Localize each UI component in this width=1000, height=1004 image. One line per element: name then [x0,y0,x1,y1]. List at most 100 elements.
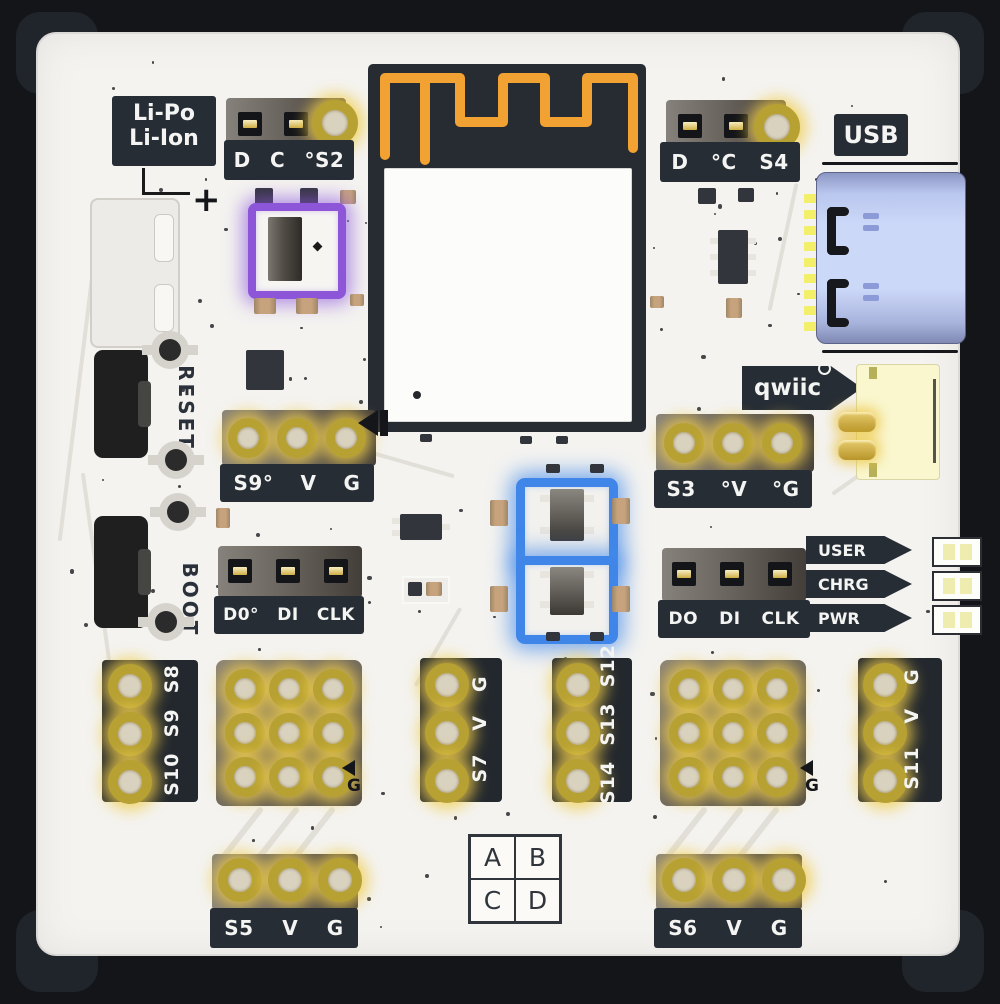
gold-pin-hole [713,423,753,463]
trace [367,449,455,479]
gold-pin-hole [863,663,907,707]
quadrant-d: D [516,880,559,921]
s8-s10-label: S10 S9 S8 [161,664,183,796]
smd-pin-pad [284,112,308,136]
via-dot [713,213,716,216]
via-dot [257,648,261,652]
s9-header-label: S9° V G [220,464,374,502]
s3-header-label: S3 °V °G [654,470,812,508]
gold-pin-hole [669,669,709,709]
trace [767,183,799,311]
edge-pin-hole [142,331,198,369]
via-dot [696,406,701,411]
via-dot [177,484,181,488]
via-dot [493,615,497,619]
smd-component [216,508,230,528]
via-dot [453,816,458,820]
via-dot [310,825,315,830]
gold-pin-hole [313,757,353,797]
gold-pin-hole [108,664,152,708]
via-dot [652,814,657,819]
s2-pin-c: C [270,148,286,172]
s12-s14-gold-pins [556,663,600,803]
via-dot [851,104,854,107]
s2-pin-d: D [233,148,251,172]
smd-component [490,500,508,526]
via-dot [102,479,105,482]
gold-pin-hole [269,669,309,709]
via-dot [883,879,888,883]
user-led [932,537,982,567]
s5-grid-gold-pins [216,660,362,806]
via-dot [255,532,261,537]
quadrant-legend: A B C D [468,834,562,924]
smd-component [420,434,432,442]
smd-component [698,188,716,204]
s7-label: S7 V G [469,675,491,783]
gold-pin-hole [669,757,709,797]
via-dot [366,896,372,902]
purple-highlighted-component [248,203,346,299]
via-dot [654,737,658,740]
via-dot [652,246,655,250]
via-dot [83,623,88,628]
smd-component [340,190,356,204]
gold-pin-hole [712,858,756,902]
gold-pin-hole [662,858,706,902]
gold-pin-hole [713,669,753,709]
gold-pin-hole [225,669,265,709]
gnd-arrow-right [800,760,813,776]
connector-prong [154,284,174,332]
data-left-connector-body [218,546,362,598]
gnd-mark-right: G [805,776,819,796]
via-dot [418,609,421,613]
blue-highlighted-component-1 [516,478,618,570]
gold-pin-hole [108,760,152,804]
s11-gold-pins [863,663,907,803]
antenna-trace [380,73,638,165]
gold-pin-hole [228,418,268,458]
gold-pin-hole [757,669,797,709]
usb-c-connector [816,172,966,344]
pin1-dot [413,391,421,399]
edge-pin-hole [150,493,206,531]
usb-label: USB [834,114,908,156]
gold-pin-hole [225,713,265,753]
via-dot [303,376,307,380]
via-dot [926,609,930,614]
smd-component [612,586,630,612]
smd-component [254,298,276,314]
gold-pin-hole [269,757,309,797]
quadrant-a: A [471,837,514,878]
gnd-arrow-left [342,760,355,776]
gold-pin-hole [556,759,600,803]
smd-component [490,586,508,612]
gold-pin-hole [313,713,353,753]
via-dot [210,323,214,328]
s6-grid-gold-pins [660,660,806,806]
s4-pin-d: D [671,150,689,174]
gold-pin-hole [556,663,600,707]
smd-component [296,298,318,314]
gnd-mark-left: G [347,776,361,796]
gold-pin-hole [863,711,907,755]
module-shield [384,168,632,422]
data-right-connector-body [662,548,806,602]
via-dot [364,221,367,225]
via-dot [289,377,293,381]
gold-pin-hole [318,858,362,902]
gold-pin-hole [108,712,152,756]
chrg-led [932,571,982,601]
silkscreen-arrow [358,410,378,436]
silkscreen-arrow-bar [380,410,388,436]
s8-s10-gold-pins [108,664,152,804]
gold-pin-hole [425,711,469,755]
smd-component [612,498,630,524]
smd-component [590,632,604,641]
via-dot [151,61,154,64]
via-dot [721,77,726,81]
smd-pin-pad [678,114,702,138]
smd-component [546,464,560,473]
s5-header-label: S5 V G [210,908,358,948]
